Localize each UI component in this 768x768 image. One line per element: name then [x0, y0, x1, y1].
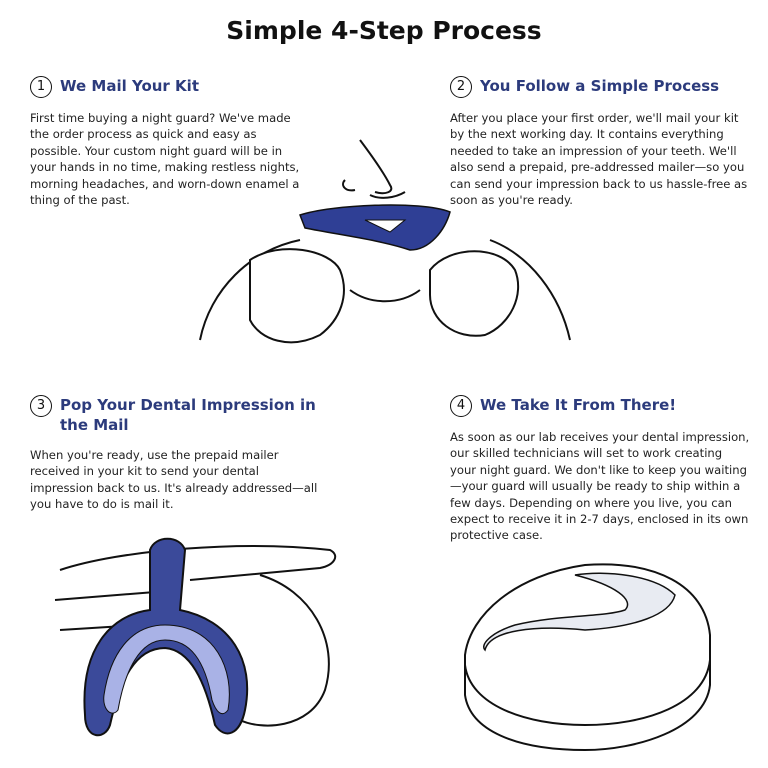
tray-shape — [299, 204, 451, 251]
page-title: Simple 4-Step Process — [226, 16, 542, 45]
step-2: 2 You Follow a Simple Process After you p… — [450, 76, 750, 208]
step-number-badge: 3 — [30, 395, 52, 417]
step-heading: You Follow a Simple Process — [480, 77, 720, 95]
night-guard-on-model-illustration — [464, 563, 711, 752]
step-number-badge: 4 — [450, 395, 472, 417]
step-number-badge: 2 — [450, 76, 472, 98]
impression-tray-fitting-illustration — [199, 139, 571, 344]
step-4: 4 We Take It From There! As soon as our l… — [450, 395, 750, 544]
step-heading: We Mail Your Kit — [60, 77, 199, 95]
step-description: As soon as our lab receives your dental … — [450, 430, 750, 543]
step-heading: Pop Your Dental Impression in the Mail — [60, 396, 316, 434]
step-description: After you place your first order, we'll … — [450, 111, 748, 208]
step-1: 1 We Mail Your Kit First time buying a ni… — [30, 76, 305, 208]
step-heading: We Take It From There! — [480, 396, 677, 414]
step-description: First time buying a night guard? We've m… — [30, 111, 300, 208]
night-guard — [483, 572, 676, 652]
step-number-badge: 1 — [30, 76, 52, 98]
hand-holding-tray-illustration — [54, 537, 337, 737]
step-description: When you're ready, use the prepaid maile… — [30, 448, 318, 512]
